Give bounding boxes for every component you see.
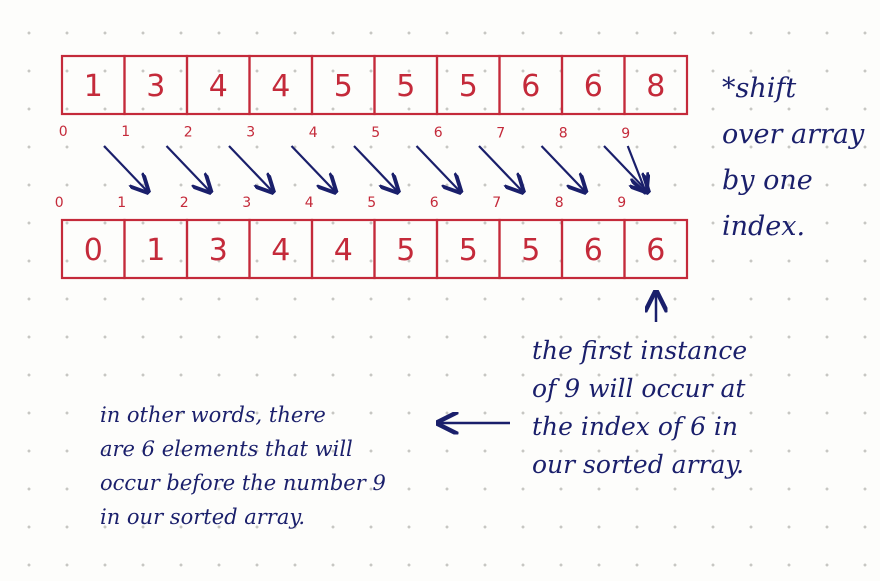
original-array-indices: 0 1 2 3 4 5 6 7 8 9 xyxy=(59,124,630,142)
pointer-arrows xyxy=(438,292,656,423)
in-other-words-note-line: are 6 elements that will xyxy=(100,437,353,461)
shift-note-line: *shift xyxy=(722,73,797,104)
original-array-value: 1 xyxy=(84,69,103,104)
original-array-index: 6 xyxy=(434,125,443,141)
original-array-value: 3 xyxy=(146,69,165,104)
original-array-index: 2 xyxy=(184,124,193,140)
shifted-array-index: 9 xyxy=(617,195,626,211)
original-array-index: 4 xyxy=(309,125,318,141)
shifted-array-value: 5 xyxy=(396,233,415,268)
in-other-words-note-line: in our sorted array. xyxy=(100,505,306,529)
original-array-cell xyxy=(623,54,689,116)
original-array-index: 7 xyxy=(496,125,505,141)
shifted-array-value: 6 xyxy=(584,233,603,268)
shift-note-line: by one xyxy=(722,165,813,196)
shift-note: *shift over array by one index. xyxy=(722,66,864,250)
shift-arrow xyxy=(103,145,148,192)
shifted-array-index: 0 xyxy=(55,195,64,211)
shifted-array: 0 1 3 4 4 5 5 5 6 6 xyxy=(60,218,689,280)
shift-arrow xyxy=(603,145,648,192)
original-array-value: 4 xyxy=(209,69,228,104)
shift-arrow xyxy=(228,145,273,192)
shift-arrow xyxy=(540,145,586,192)
original-array-value: 4 xyxy=(271,69,290,104)
original-array-value: 6 xyxy=(584,69,603,104)
shifted-array-index: 1 xyxy=(117,195,126,211)
shift-arrow xyxy=(478,145,523,192)
shifted-array-index: 3 xyxy=(242,195,251,211)
original-array-value: 5 xyxy=(396,69,415,104)
first-instance-note: the first instance of 9 will occur at th… xyxy=(532,332,747,484)
in-other-words-note-line: occur before the number 9 xyxy=(100,471,386,495)
original-array-index: 1 xyxy=(121,124,130,140)
original-array-value: 5 xyxy=(334,69,353,104)
shifted-array-value: 0 xyxy=(84,233,103,268)
shift-note-line: index. xyxy=(722,211,806,242)
shifted-array-value: 4 xyxy=(334,233,353,268)
original-array-index: 5 xyxy=(371,125,380,141)
shift-arrow xyxy=(290,145,336,192)
shifted-array-value: 3 xyxy=(209,233,228,268)
first-instance-note-line: our sorted array. xyxy=(532,450,745,479)
shifted-array-index: 4 xyxy=(305,195,314,211)
shift-arrow xyxy=(353,145,398,192)
shifted-array-cell xyxy=(623,218,689,280)
shift-arrow xyxy=(626,145,646,192)
shifted-array-value: 5 xyxy=(459,233,478,268)
shifted-array-value: 4 xyxy=(271,233,290,268)
shifted-array-value: 1 xyxy=(146,233,165,268)
original-array-index: 3 xyxy=(246,125,255,141)
shift-note-line: over array xyxy=(722,119,865,150)
shifted-array-indices: 0 1 2 3 4 5 6 7 8 9 xyxy=(55,195,626,211)
shift-arrow xyxy=(415,145,461,192)
shifted-array-index: 5 xyxy=(367,195,376,211)
first-instance-note-line: the first instance xyxy=(532,336,748,365)
shift-arrow xyxy=(165,145,211,192)
shifted-array-index: 8 xyxy=(555,195,564,211)
first-instance-note-line: the index of 6 in xyxy=(532,412,739,441)
shift-arrows xyxy=(103,145,648,192)
original-array-index: 0 xyxy=(59,124,68,140)
original-array-index: 8 xyxy=(559,126,568,142)
first-instance-note-line: of 9 will occur at xyxy=(532,374,746,403)
shifted-array-index: 2 xyxy=(180,195,189,211)
in-other-words-note: in other words, there are 6 elements tha… xyxy=(100,398,386,534)
shifted-array-index: 6 xyxy=(430,195,439,211)
original-array-value: 8 xyxy=(646,69,665,104)
in-other-words-note-line: in other words, there xyxy=(100,403,326,427)
original-array-index: 9 xyxy=(621,126,630,142)
original-array: 1 3 4 4 5 5 5 6 6 8 xyxy=(60,54,689,116)
original-array-value: 6 xyxy=(521,69,540,104)
original-array-value: 5 xyxy=(459,69,478,104)
shifted-array-index: 7 xyxy=(492,195,501,211)
shifted-array-value: 6 xyxy=(646,233,665,268)
shifted-array-value: 5 xyxy=(521,233,540,268)
